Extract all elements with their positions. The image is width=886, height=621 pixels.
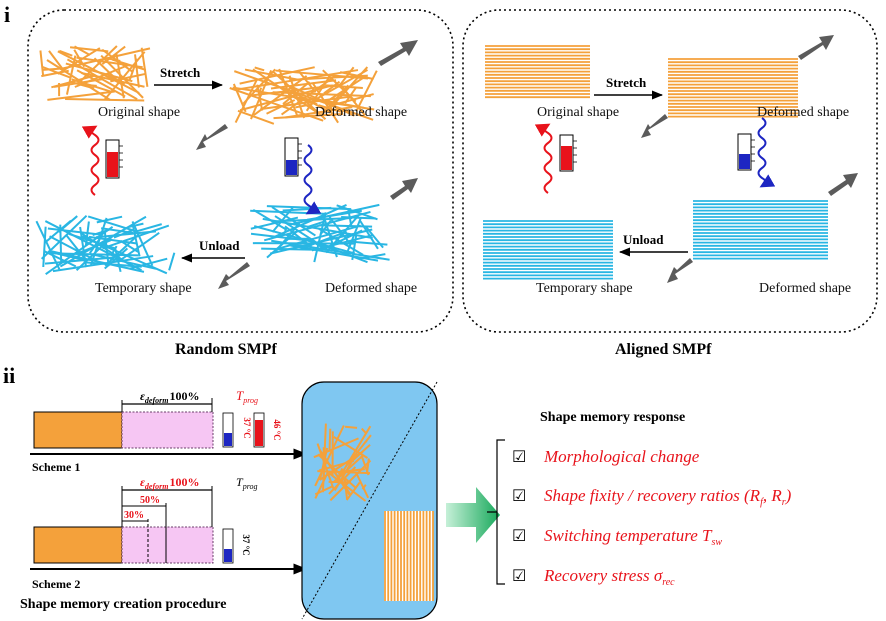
checkbox-icon: ☑ <box>512 488 526 505</box>
random-temporary-label: Temporary shape <box>95 281 192 296</box>
aligned-deformed-bottom-mat <box>693 200 828 260</box>
scheme1-temp-46: 46 °C <box>272 419 282 440</box>
scheme1-eps-label: εdeform100% <box>140 389 199 405</box>
random-cool-arrow <box>303 144 322 215</box>
aligned-top-pull-arrow-left <box>641 114 668 138</box>
aligned-original-mat <box>485 45 590 100</box>
sample-random-mat <box>313 423 372 502</box>
scheme1-thermometer-37 <box>222 412 234 448</box>
scheme1-pink-block <box>121 411 214 449</box>
response-item-switching: ☑ Switching temperature Tsw <box>512 526 722 548</box>
random-heat-arrow <box>81 125 100 196</box>
response-item-switching-text: Switching temperature Tsw <box>544 526 722 548</box>
aligned-original-label: Original shape <box>537 105 619 120</box>
procedure-title: Shape memory creation procedure <box>20 597 226 612</box>
random-stretch-label: Stretch <box>160 65 201 80</box>
response-title: Shape memory response <box>540 410 685 425</box>
green-arrow <box>446 487 500 543</box>
sample-box-divider <box>301 381 438 620</box>
random-top-pull-arrow-right <box>378 40 418 66</box>
random-thermometer-hot <box>105 139 123 179</box>
scheme2-orange-block <box>33 526 123 564</box>
checkbox-icon: ☑ <box>512 449 526 466</box>
scheme1-thermometer-46 <box>253 412 265 448</box>
panel-ii-label: ii <box>3 363 15 388</box>
random-original-label: Original shape <box>98 105 180 120</box>
panel-i-label: i <box>4 2 10 27</box>
checkbox-icon: ☑ <box>512 568 526 585</box>
aligned-temporary-mat <box>483 220 613 280</box>
aligned-temporary-label: Temporary shape <box>536 281 633 296</box>
random-temporary-mat <box>35 214 176 276</box>
random-bottom-pull-arrow-left <box>218 262 250 289</box>
scheme2-temp-37: 37 °C <box>241 534 251 555</box>
random-thermometer-cold <box>284 137 302 177</box>
random-deformed-bottom-mat <box>250 203 390 264</box>
aligned-panel-frame <box>462 9 878 333</box>
checkbox-icon: ☑ <box>512 528 526 545</box>
scheme2-tprog-label: Tprog <box>236 475 258 491</box>
response-item-morphology-text: Morphological change <box>543 447 700 466</box>
response-item-stress-text: Recovery stress σrec <box>543 566 675 588</box>
random-unload-label: Unload <box>199 238 240 253</box>
aligned-thermometer-hot <box>559 134 577 172</box>
aligned-cool-arrow <box>757 117 776 188</box>
scheme2-eps-label: εdeform100% <box>140 475 199 491</box>
sample-aligned-mat <box>384 511 434 601</box>
random-top-pull-arrow-left <box>196 124 228 150</box>
random-deformed-top-mat <box>229 66 378 125</box>
aligned-deformed-top-mat <box>668 58 798 118</box>
scheme1-temp-37: 37 °C <box>242 417 252 438</box>
response-item-fixity: ☑ Shape fixity / recovery ratios (Rf, Rr… <box>512 486 792 508</box>
scheme2-label: Scheme 2 <box>32 577 80 591</box>
aligned-panel-title: Aligned SMPf <box>615 341 712 358</box>
random-bottom-pull-arrow-right <box>390 178 418 200</box>
scheme2-level-50-label: 50% <box>140 495 160 506</box>
aligned-top-pull-arrow-right <box>798 35 834 60</box>
aligned-unload-label: Unload <box>623 232 664 247</box>
aligned-thermometer-cold <box>737 133 755 171</box>
scheme1-tprog-label: Tprog <box>236 388 258 405</box>
scheme2-pink-block <box>121 526 214 564</box>
aligned-deformed-bottom-label: Deformed shape <box>759 281 851 296</box>
random-deformed-top-label: Deformed shape <box>315 105 407 120</box>
response-item-morphology: ☑ Morphological change <box>512 447 700 466</box>
random-panel-frame <box>27 9 454 333</box>
random-deformed-bottom-label: Deformed shape <box>325 281 417 296</box>
response-item-fixity-text: Shape fixity / recovery ratios (Rf, Rr) <box>544 486 792 508</box>
scheme1-label: Scheme 1 <box>32 460 80 474</box>
scheme2-thermometer-37 <box>222 528 234 564</box>
response-item-stress: ☑ Recovery stress σrec <box>512 566 675 588</box>
aligned-heat-arrow <box>534 123 553 194</box>
scheme2-level-30-label: 30% <box>124 510 144 521</box>
random-panel-title: Random SMPf <box>175 341 277 358</box>
random-original-mat <box>39 45 151 102</box>
scheme1-orange-block <box>33 411 123 449</box>
aligned-bottom-pull-arrow-right <box>828 173 858 196</box>
response-bracket <box>487 439 505 585</box>
aligned-deformed-top-label: Deformed shape <box>757 105 849 120</box>
aligned-bottom-pull-arrow-left <box>667 258 693 283</box>
aligned-stretch-label: Stretch <box>606 75 647 90</box>
